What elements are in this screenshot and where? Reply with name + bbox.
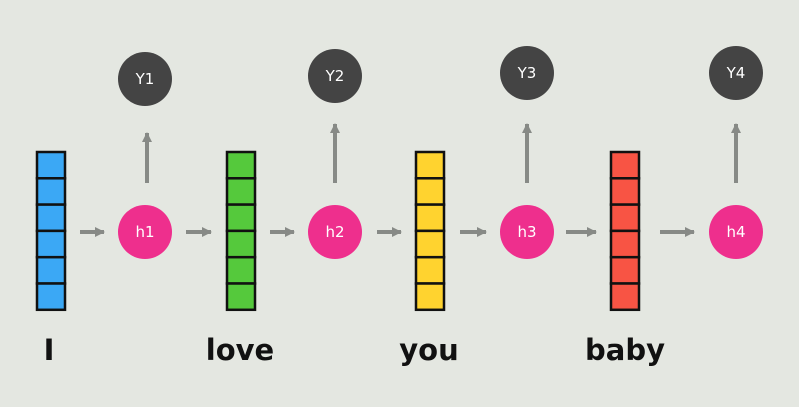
word-label-4: baby xyxy=(585,333,665,367)
hidden-node-h4: h4 xyxy=(709,205,763,259)
vector-cell xyxy=(414,255,446,285)
output-node-y3: Y3 xyxy=(500,46,554,100)
output-node-y1: Y1 xyxy=(118,52,172,106)
hidden-node-h3: h3 xyxy=(500,205,554,259)
vector-cell xyxy=(35,203,67,233)
vector-cell xyxy=(609,203,641,233)
vector-cell xyxy=(35,150,67,180)
output-node-y2: Y2 xyxy=(308,49,362,103)
input-vector-3 xyxy=(414,150,446,312)
input-vector-2 xyxy=(225,150,257,312)
vector-cell xyxy=(414,229,446,259)
output-node-label: Y3 xyxy=(517,64,537,82)
hidden-node-label: h1 xyxy=(135,223,154,241)
input-vector-1 xyxy=(35,150,67,312)
word-label-2: love xyxy=(206,333,274,367)
vector-cell xyxy=(225,282,257,312)
hidden-node-h2: h2 xyxy=(308,205,362,259)
vector-cell xyxy=(225,229,257,259)
vector-cell xyxy=(609,229,641,259)
vector-cell xyxy=(609,282,641,312)
vector-cell xyxy=(225,150,257,180)
output-node-y4: Y4 xyxy=(709,46,763,100)
output-node-label: Y1 xyxy=(135,70,155,88)
hidden-node-h1: h1 xyxy=(118,205,172,259)
hidden-node-label: h2 xyxy=(325,223,344,241)
vector-cell xyxy=(225,203,257,233)
vector-cell xyxy=(414,282,446,312)
vector-cell xyxy=(35,282,67,312)
vector-cell xyxy=(225,255,257,285)
vector-cell xyxy=(609,177,641,206)
hidden-node-label: h3 xyxy=(517,223,536,241)
vector-cell xyxy=(35,177,67,206)
vector-cell xyxy=(609,255,641,285)
output-node-label: Y4 xyxy=(726,64,746,82)
vector-cell xyxy=(35,229,67,259)
input-vector-4 xyxy=(609,150,641,312)
vector-cell xyxy=(35,255,67,285)
vector-cell xyxy=(414,177,446,206)
word-label-3: you xyxy=(399,333,458,367)
vector-cell xyxy=(414,150,446,180)
vector-cell xyxy=(609,150,641,180)
output-node-label: Y2 xyxy=(325,67,345,85)
word-label-1: I xyxy=(44,333,55,367)
hidden-node-label: h4 xyxy=(726,223,745,241)
vector-cell xyxy=(414,203,446,233)
vector-cell xyxy=(225,177,257,206)
